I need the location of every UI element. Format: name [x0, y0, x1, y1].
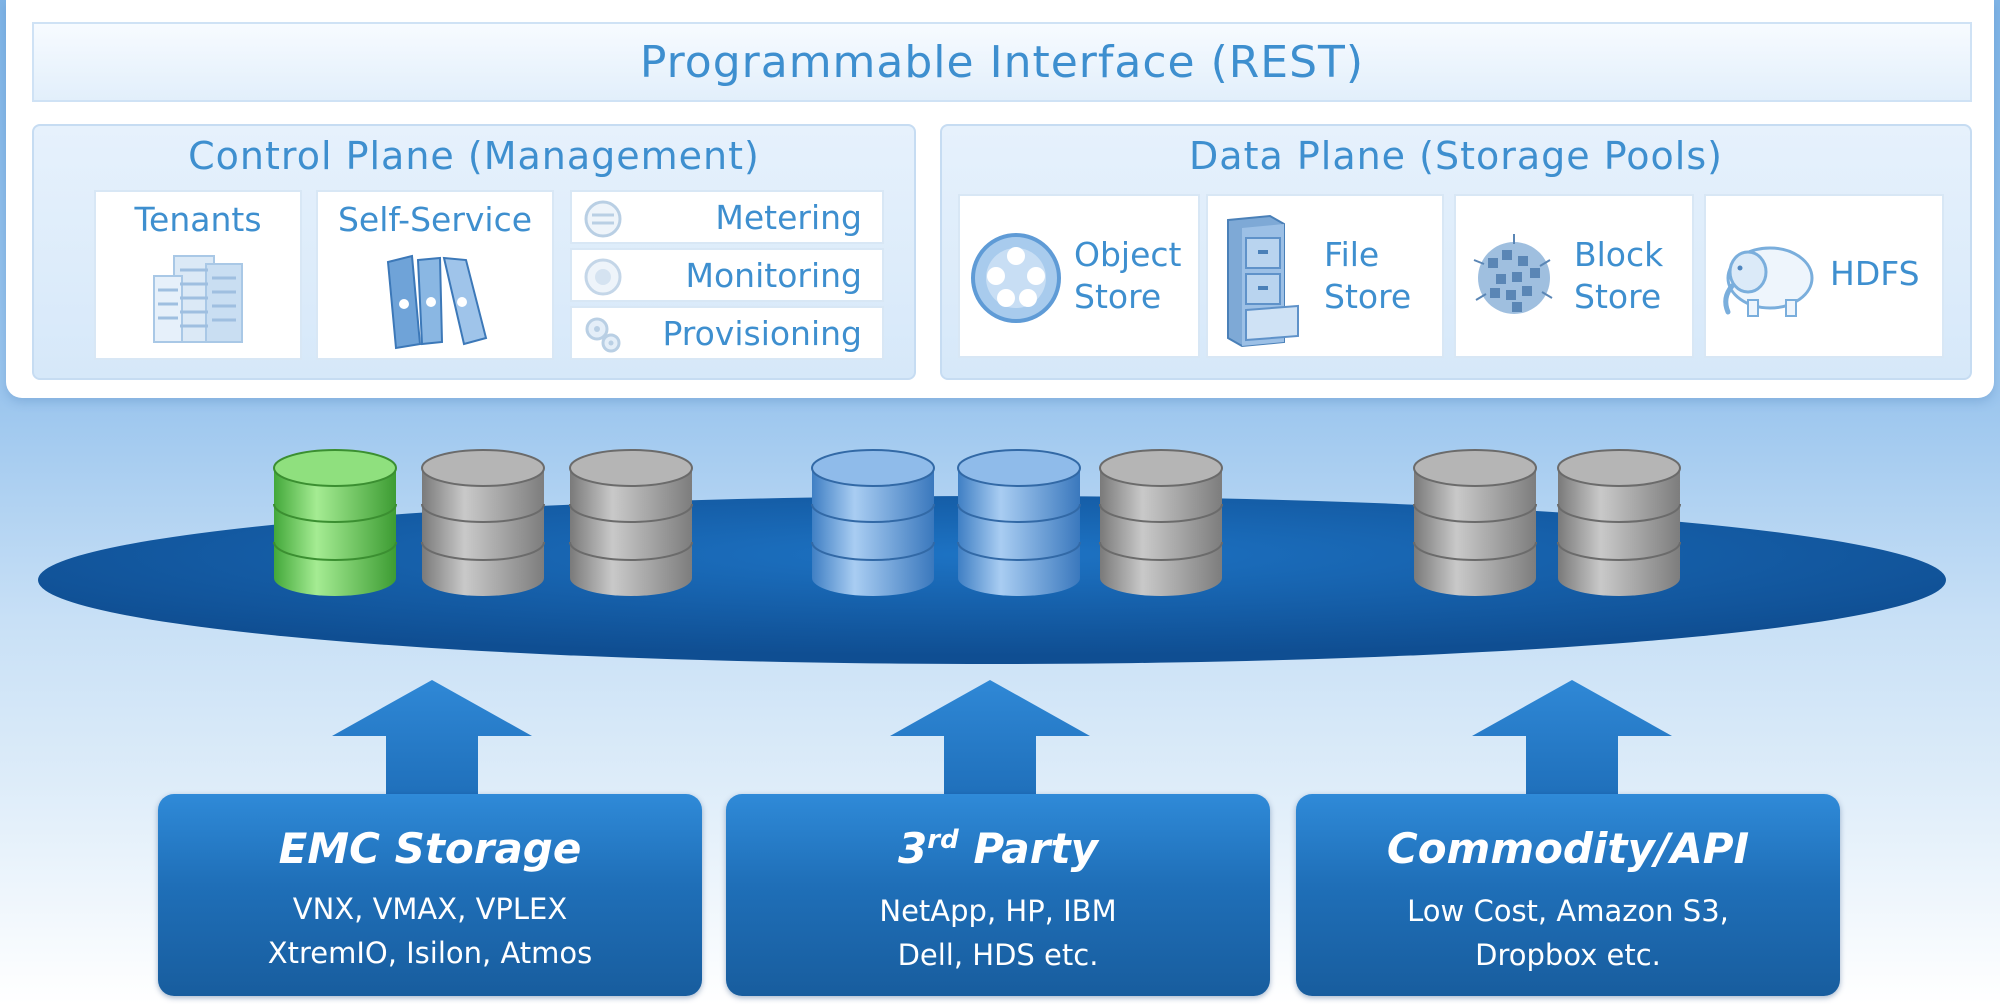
tenants-label: Tenants — [134, 200, 262, 239]
disk-gray-4 — [1413, 449, 1537, 596]
tenants-tile: Tenants — [94, 190, 302, 360]
meter-icon — [584, 200, 622, 238]
self-service-tile: Self-Service — [316, 190, 554, 360]
third-party-line2: Dell, HDS etc. — [897, 938, 1099, 972]
disk-gray-3 — [1099, 449, 1223, 596]
disk-gray-1 — [421, 449, 545, 596]
disk-green-1 — [273, 449, 397, 596]
monitor-icon — [584, 258, 622, 296]
metering-row: Metering — [570, 190, 884, 244]
object-store-line1: Object — [1074, 235, 1182, 274]
rest-title: Programmable Interface (REST) — [639, 36, 1365, 88]
emc-title: EMC Storage — [278, 824, 582, 873]
hadoop-elephant-icon — [1723, 246, 1814, 317]
block-store-tile: Block Store — [1454, 194, 1694, 358]
object-globe-icon — [971, 233, 1061, 323]
third-party-title-rest: Party — [958, 824, 1098, 873]
provisioning-row: Provisioning — [570, 306, 884, 360]
file-store-line1: File — [1324, 235, 1380, 274]
gears-icon — [585, 317, 621, 353]
file-store-tile: File Store — [1206, 194, 1444, 358]
rest-interface-bar: Programmable Interface (REST) — [32, 22, 1972, 102]
binders-icon — [386, 254, 488, 350]
emc-line1: VNX, VMAX, VPLEX — [292, 892, 568, 926]
building-icon — [153, 255, 243, 343]
block-store-label: Block Store — [1574, 234, 1663, 318]
object-store-label: Object Store — [1074, 234, 1181, 318]
commodity-line1: Low Cost, Amazon S3, — [1407, 894, 1729, 928]
third-party-title-sup: rd — [927, 825, 959, 855]
block-store-line2: Store — [1574, 277, 1662, 316]
object-store-line2: Store — [1074, 277, 1162, 316]
hdfs-label: HDFS — [1830, 254, 1920, 293]
provisioning-label: Provisioning — [662, 314, 862, 353]
third-party-box: 3rd Party NetApp, HP, IBM Dell, HDS etc. — [726, 794, 1270, 996]
commodity-line2: Dropbox etc. — [1475, 938, 1661, 972]
emc-storage-box: EMC Storage VNX, VMAX, VPLEX XtremIO, Is… — [158, 794, 702, 996]
disk-gray-5 — [1557, 449, 1681, 596]
up-arrow-emc — [332, 680, 532, 798]
data-plane-panel: Data Plane (Storage Pools) Object Store … — [940, 124, 1972, 380]
disk-blue-1 — [811, 449, 935, 596]
monitoring-row: Monitoring — [570, 248, 884, 302]
file-cabinet-icon — [1227, 214, 1299, 348]
file-store-line2: Store — [1324, 277, 1412, 316]
emc-line2: XtremIO, Isilon, Atmos — [267, 936, 593, 970]
third-party-line1: NetApp, HP, IBM — [879, 894, 1117, 928]
disk-gray-2 — [569, 449, 693, 596]
block-store-line1: Block — [1574, 235, 1664, 274]
control-plane-title: Control Plane (Management) — [188, 134, 760, 178]
data-plane-title: Data Plane (Storage Pools) — [1189, 134, 1723, 178]
control-plane-panel: Control Plane (Management) Tenants Self-… — [32, 124, 916, 380]
monitoring-label: Monitoring — [685, 256, 862, 295]
disk-blue-2 — [957, 449, 1081, 596]
commodity-title: Commodity/API — [1386, 824, 1750, 873]
block-cluster-icon — [1473, 234, 1553, 314]
hdfs-tile: HDFS — [1704, 194, 1944, 358]
file-store-label: File Store — [1324, 234, 1411, 318]
self-service-label: Self-Service — [337, 200, 533, 239]
object-store-tile: Object Store — [958, 194, 1200, 358]
third-party-title: 3rd Party — [726, 824, 1270, 873]
metering-label: Metering — [715, 198, 862, 237]
third-party-title-num: 3 — [898, 824, 928, 873]
up-arrow-commodity — [1472, 680, 1672, 798]
up-arrow-third-party — [890, 680, 1090, 798]
commodity-api-box: Commodity/API Low Cost, Amazon S3, Dropb… — [1296, 794, 1840, 996]
